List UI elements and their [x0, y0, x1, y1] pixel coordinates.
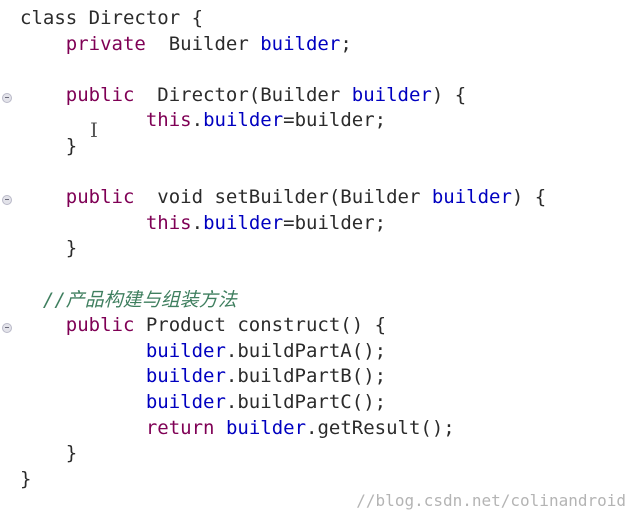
fold-collapse-icon[interactable]	[2, 195, 12, 205]
code-line-5: this.builder=builder;	[20, 108, 630, 134]
field-builder: builder	[203, 109, 284, 132]
field-builder: builder	[225, 416, 307, 439]
code-line-6: }	[20, 134, 630, 160]
code-line-13: public Product construct() {	[20, 313, 630, 339]
code-line-12: //产品构建与组装方法	[20, 288, 630, 314]
code-line-4: public Director(Builder builder) {	[20, 83, 630, 109]
field-builder: builder	[145, 339, 226, 362]
code-line-8: public void setBuilder(Builder builder) …	[20, 185, 630, 211]
code-line-11	[20, 262, 630, 288]
code-line-10: }	[20, 236, 630, 262]
dot: .	[191, 211, 204, 234]
keyword-private: private	[65, 32, 146, 55]
param-builder: builder	[351, 83, 432, 106]
semicolon: ;	[340, 32, 352, 55]
closing-brace: }	[65, 237, 78, 260]
method-signature: Product construct() {	[134, 314, 387, 337]
assignment: =builder;	[283, 109, 387, 132]
dot: .	[191, 109, 204, 132]
signature-end: ) {	[511, 186, 547, 209]
class-declaration: class Director {	[20, 7, 204, 29]
code-area[interactable]: class Director { private Builder builder…	[20, 6, 630, 492]
param-builder: builder	[431, 186, 512, 209]
text-cursor-icon: Ι	[90, 118, 98, 142]
code-line-14: builder.buildPartA();	[20, 339, 630, 365]
fold-collapse-icon[interactable]	[2, 323, 12, 333]
closing-brace: }	[65, 442, 78, 465]
method-call: .buildPartC();	[225, 390, 387, 413]
constructor-signature: Director(Builder	[134, 83, 352, 106]
code-line-19: }	[20, 467, 630, 493]
code-line-2: private Builder builder;	[20, 32, 630, 58]
type-builder: Builder	[145, 32, 261, 55]
code-line-3	[20, 57, 630, 83]
field-builder: builder	[145, 365, 226, 388]
code-line-15: builder.buildPartB();	[20, 364, 630, 390]
code-line-18: }	[20, 441, 630, 467]
keyword-public: public	[65, 186, 135, 209]
code-line-7	[20, 160, 630, 186]
method-call: .buildPartB();	[225, 365, 387, 388]
field-builder: builder	[145, 390, 226, 413]
watermark: //blog.csdn.net/colinandroid	[356, 491, 626, 510]
keyword-this: this	[145, 211, 192, 234]
code-line-9: this.builder=builder;	[20, 211, 630, 237]
code-line-17: return builder.getResult();	[20, 416, 630, 442]
space	[214, 417, 225, 439]
code-line-1: class Director {	[20, 6, 630, 32]
fold-collapse-icon[interactable]	[2, 93, 12, 103]
closing-brace: }	[65, 134, 78, 157]
keyword-public: public	[65, 314, 135, 337]
method-signature: void setBuilder(Builder	[134, 186, 432, 209]
method-call: .buildPartA();	[225, 339, 387, 362]
editor-gutter	[0, 0, 14, 518]
field-builder: builder	[260, 32, 341, 55]
field-builder: builder	[203, 211, 284, 234]
keyword-public: public	[65, 83, 135, 106]
keyword-this: this	[145, 109, 192, 132]
method-call: .getResult();	[306, 416, 455, 439]
assignment: =builder;	[283, 211, 387, 234]
class-closing-brace: }	[20, 467, 32, 490]
signature-end: ) {	[431, 83, 467, 106]
code-comment: //产品构建与组装方法	[42, 288, 237, 311]
keyword-return: return	[145, 416, 215, 439]
code-line-16: builder.buildPartC();	[20, 390, 630, 416]
